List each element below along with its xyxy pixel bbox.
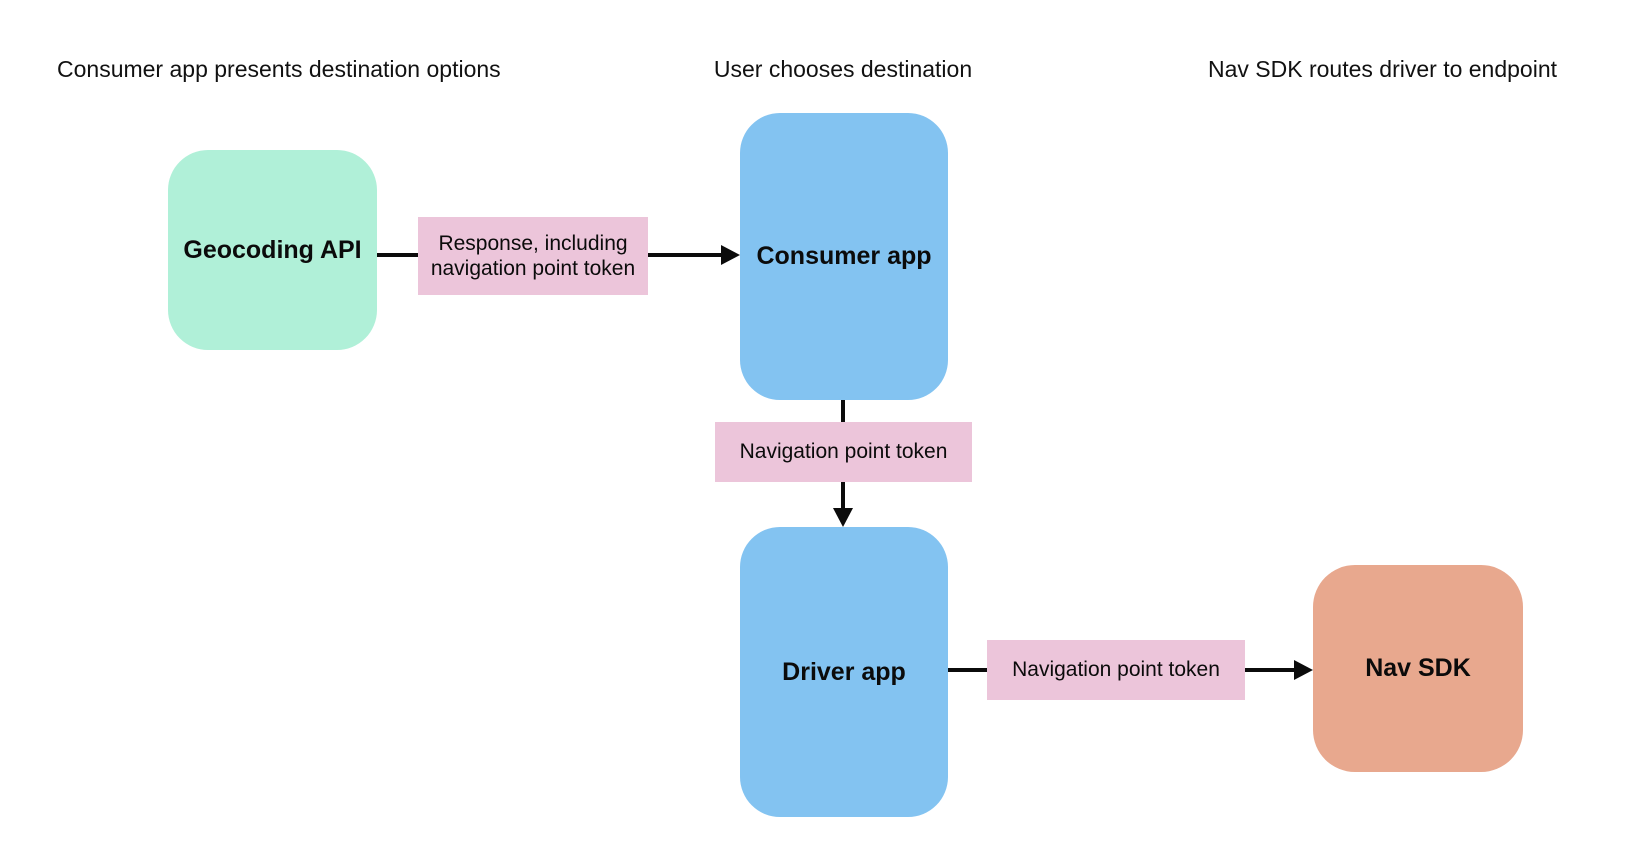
arrowhead-down-icon <box>833 508 853 527</box>
edge-label-navigation-point-token: Navigation point token <box>715 422 972 482</box>
node-driver-app: Driver app <box>740 527 948 817</box>
arrowhead-right-icon <box>1294 660 1313 680</box>
node-consumer-app: Consumer app <box>740 113 948 400</box>
edge-label-navigation-point-token: Navigation point token <box>987 640 1245 700</box>
node-nav-sdk: Nav SDK <box>1313 565 1523 772</box>
column-heading-nav-sdk-routes: Nav SDK routes driver to endpoint <box>1208 56 1558 82</box>
node-geocoding-api: Geocoding API <box>168 150 377 350</box>
column-heading-user-chooses: User chooses destination <box>713 56 973 82</box>
edge-label-response-token: Response, including navigation point tok… <box>418 217 648 295</box>
arrowhead-right-icon <box>721 245 740 265</box>
column-heading-consumer-presents: Consumer app presents destination option… <box>57 56 501 82</box>
